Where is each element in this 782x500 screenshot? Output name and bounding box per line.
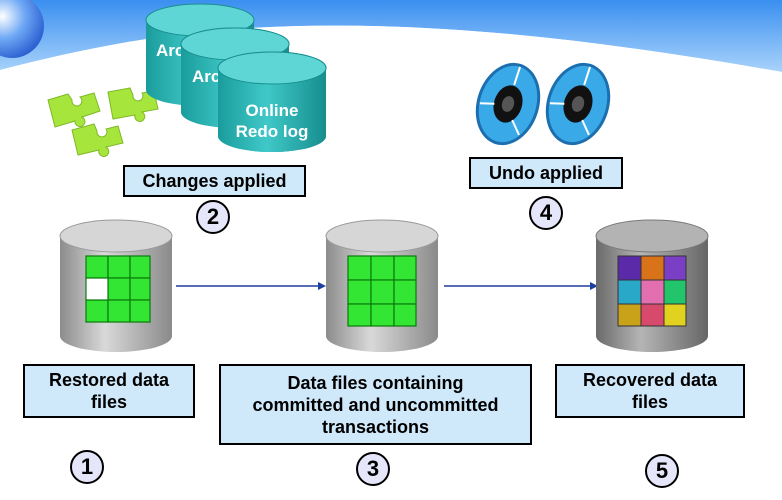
globe-orb-icon <box>0 0 44 58</box>
step-3-badge: 3 <box>356 452 390 486</box>
step-3-text: 3 <box>366 456 380 481</box>
restored-data-files-line-2: files <box>90 392 128 412</box>
restored-data-files-label: Restored data files <box>23 364 195 418</box>
recovered-data-files-cylinder <box>595 219 709 352</box>
step-1-badge: 1 <box>70 450 104 484</box>
step-5-text: 5 <box>655 458 669 483</box>
online-redo-log-line-1-top: Online <box>246 101 299 120</box>
step-2-text: 2 <box>206 204 220 229</box>
flow-arrows <box>176 282 598 290</box>
data-files-mixed-cylinder <box>325 219 439 352</box>
data-files-containing-label: Data files containing committed and unco… <box>219 364 532 445</box>
undo-segment-icon <box>475 62 611 146</box>
puzzle-pieces-icon <box>47 87 159 157</box>
data-files-line-1: Data files containing <box>287 372 464 393</box>
undo-applied-text: Undo applied <box>489 163 603 183</box>
changes-applied-label: Changes applied <box>123 165 306 197</box>
restored-data-files-cylinder <box>59 219 173 352</box>
data-files-line-2: committed and uncommitted <box>252 394 499 415</box>
recovered-data-files-line-2: files <box>631 392 669 412</box>
undo-applied-label: Undo applied <box>469 157 623 189</box>
restored-data-files-line-1: Restored data <box>48 370 170 390</box>
online-redo-log-line-2-top: Redo log <box>236 122 309 141</box>
recovered-data-files-line-1: Recovered data <box>582 370 718 390</box>
data-files-line-3: transactions <box>321 416 430 437</box>
step-4-text: 4 <box>539 200 553 225</box>
changes-applied-text: Changes applied <box>142 171 287 191</box>
step-4-badge: 4 <box>529 196 563 230</box>
step-1-text: 1 <box>80 454 94 479</box>
recovered-data-files-label: Recovered data files <box>555 364 745 418</box>
step-2-badge: 2 <box>196 200 230 234</box>
step-5-badge: 5 <box>645 454 679 488</box>
